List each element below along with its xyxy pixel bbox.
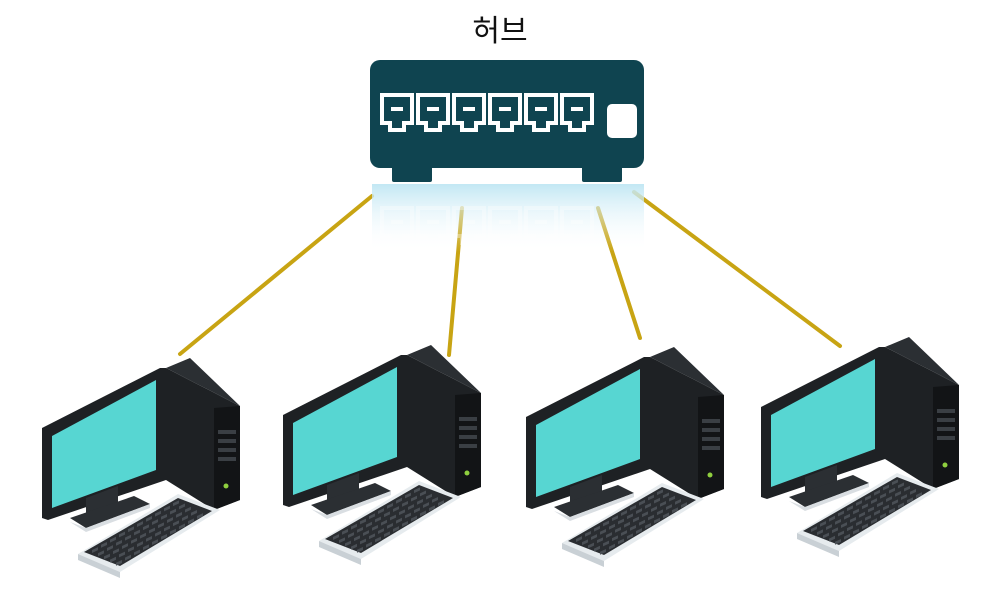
rj45-port-icon <box>452 93 486 132</box>
rj45-port-icon <box>560 93 594 132</box>
computers <box>42 337 959 578</box>
rj45-port-icon <box>380 206 414 245</box>
cable-1 <box>178 194 374 356</box>
screen <box>293 367 397 495</box>
rj45-port-icon <box>524 93 558 132</box>
rj45-port-icon <box>380 93 414 132</box>
rj45-port-icon <box>488 93 522 132</box>
keyboard-icon <box>562 483 704 567</box>
hub-reflection-ports <box>380 206 594 245</box>
hub-led-icon <box>607 104 637 138</box>
hub-foot-right <box>582 164 622 182</box>
hub-body <box>370 60 644 168</box>
rj45-port-icon <box>416 206 450 245</box>
rj45-port-icon <box>488 206 522 245</box>
keyboard-icon <box>78 494 220 578</box>
screen <box>52 380 156 508</box>
computer-4 <box>761 337 959 557</box>
hub-foot-left <box>392 164 432 182</box>
monitor-icon <box>283 355 407 519</box>
tower-icon <box>650 347 724 499</box>
rj45-port-icon <box>524 206 558 245</box>
monitor-icon <box>42 368 166 532</box>
hub-reflection <box>372 184 644 252</box>
tower-icon <box>166 358 240 510</box>
screen <box>771 359 875 487</box>
monitor-icon <box>526 357 650 521</box>
tower-icon <box>885 337 959 489</box>
rj45-port-icon <box>416 93 450 132</box>
tower-icon <box>407 345 481 497</box>
hub <box>370 60 644 252</box>
computer-2 <box>283 345 481 565</box>
monitor-icon <box>761 347 885 511</box>
hub-title: 허브 <box>472 14 528 49</box>
keyboard-icon <box>319 481 461 565</box>
computer-3 <box>526 347 724 567</box>
screen <box>536 369 640 497</box>
rj45-port-icon <box>560 206 594 245</box>
hub-ports <box>380 93 594 132</box>
cable-4 <box>632 190 842 348</box>
keyboard-icon <box>797 473 939 557</box>
computer-1 <box>42 358 240 578</box>
rj45-port-icon <box>452 206 486 245</box>
